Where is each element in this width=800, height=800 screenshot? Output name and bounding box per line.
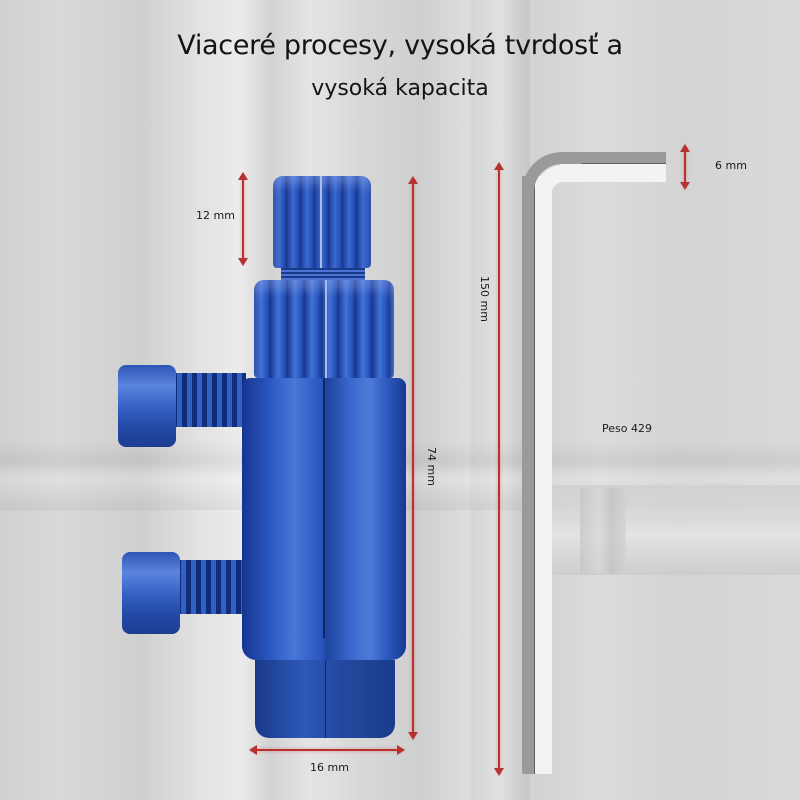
background-pipe-vertical xyxy=(470,0,530,800)
dimension-label-150mm: 150 mm xyxy=(478,276,491,322)
lower-screw-thread xyxy=(176,560,246,614)
middle-knurled-knob xyxy=(254,280,394,378)
top-knurled-knob xyxy=(273,176,371,268)
top-thread xyxy=(281,268,365,280)
dimension-arrow-6mm xyxy=(680,144,690,190)
dimension-arrow-16mm xyxy=(249,745,405,755)
hex-key-bend-inner xyxy=(535,165,585,215)
dimension-arrow-150mm xyxy=(494,162,504,776)
lower-screw-head xyxy=(122,552,180,634)
background-pipe-collar xyxy=(580,488,626,574)
dimension-label-16mm: 16 mm xyxy=(310,761,349,774)
tool-body xyxy=(242,378,406,660)
dimension-arrow-74mm xyxy=(408,176,418,740)
dimension-label-74mm: 74 mm xyxy=(425,447,438,486)
upper-screw-thread xyxy=(172,373,246,427)
heading-line-2: vysoká kapacita xyxy=(311,76,489,101)
dimension-label-12mm: 12 mm xyxy=(196,209,235,222)
heading-line-1: Viaceré procesy, vysoká tvrdosť a xyxy=(177,30,623,61)
upper-screw-head xyxy=(118,365,176,447)
tool-hex-base xyxy=(255,660,395,738)
hex-key-long-arm xyxy=(522,176,552,774)
dimension-arrow-12mm xyxy=(238,172,248,266)
dimension-label-6mm: 6 mm xyxy=(715,159,747,172)
background-pipe-horizontal xyxy=(540,485,800,575)
weight-label: Peso 429 xyxy=(602,422,652,435)
